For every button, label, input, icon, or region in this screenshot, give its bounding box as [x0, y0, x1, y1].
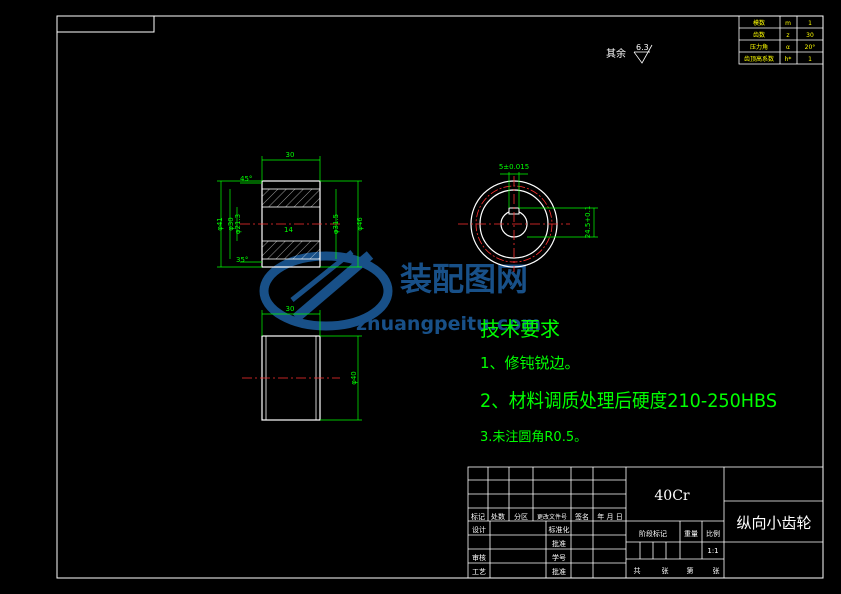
param-value-0: 1	[808, 20, 812, 27]
keyway-depth-dim: 24.5+0.1	[584, 206, 592, 239]
tech-item-1: 1、修钝锐边。	[480, 354, 580, 372]
bottom-width-dim: 30	[286, 305, 295, 313]
scale-value: 1:1	[707, 547, 718, 555]
watermark-en: zhuangpeitu.com	[356, 313, 541, 335]
param-name-1: 齿数	[753, 31, 765, 39]
watermark-cn: 装配图网	[400, 260, 528, 298]
param-value-1: 30	[806, 32, 814, 39]
front-section-view: 30 φ41 φ30 φ21.3 φ31.5 φ46 45° 35° 14	[216, 151, 364, 268]
param-name-3: 齿顶高系数	[744, 55, 774, 63]
sheet-footer-1: 张	[662, 566, 669, 575]
front-center-mark: 14	[284, 226, 293, 234]
param-code-0: m	[785, 20, 791, 27]
front-dim-mid: φ30	[227, 217, 235, 231]
gear-parameter-table	[738, 15, 824, 65]
bottom-view: 30 φ40	[242, 305, 362, 421]
sheet-footer-2: 第	[687, 566, 694, 575]
tech-item-3: 3.未注圆角R0.5。	[480, 430, 587, 445]
param-code-2: α	[786, 44, 790, 51]
front-dim-right-outer: φ46	[356, 217, 364, 231]
mid-label-3: 批准	[552, 567, 566, 576]
tech-requirements: 技术要求 1、修钝锐边。 2、材料调质处理后硬度210-250HBS 3.未注圆…	[480, 317, 777, 445]
stage-header-1: 重量	[684, 530, 698, 538]
front-dim-inner: φ21.3	[234, 214, 242, 234]
roughness-value: 6.3	[636, 43, 649, 52]
roughness-label: 其余	[606, 47, 626, 60]
role-design: 设计	[472, 525, 486, 534]
rev-header-2: 分区	[514, 512, 528, 521]
side-view: 5±0.015 24.5+0.1	[458, 163, 598, 272]
roughness-symbol-icon	[633, 44, 653, 64]
front-dim-outer: φ41	[216, 217, 224, 231]
sheet-footer-0: 共	[634, 566, 641, 575]
title-block	[467, 466, 824, 579]
rev-header-1: 处数	[491, 512, 505, 521]
rev-header-0: 标记	[471, 512, 485, 521]
param-value-2: 20°	[805, 44, 816, 51]
role-process: 工艺	[472, 568, 486, 576]
corner-label-box	[56, 15, 155, 33]
front-chamfer-bottom: 35°	[236, 256, 248, 264]
drawing-frame	[56, 15, 824, 579]
param-code-1: z	[786, 32, 789, 39]
rev-header-5: 年 月 日	[597, 512, 622, 521]
rev-header-4: 签名	[575, 512, 589, 521]
role-review: 审核	[472, 553, 486, 562]
stage-header-2: 比例	[706, 529, 720, 538]
mid-label-1: 批准	[552, 539, 566, 548]
front-chamfer-top: 45°	[240, 175, 252, 183]
material-label: 40Cr	[654, 488, 690, 504]
bottom-right-dim: φ40	[350, 371, 358, 385]
watermark-logo-icon	[259, 251, 393, 331]
part-name: 纵向小齿轮	[736, 514, 811, 532]
tech-title: 技术要求	[480, 317, 560, 341]
rev-header-3: 更改文件号	[537, 513, 567, 521]
sheet-footer-3: 张	[713, 566, 720, 575]
param-value-3: 1	[808, 56, 812, 63]
front-width-dim: 30	[286, 151, 295, 159]
param-code-3: h*	[785, 56, 792, 63]
mid-label-0: 标准化	[549, 525, 570, 534]
front-dim-right-inner: φ31.5	[332, 214, 340, 234]
param-name-2: 压力角	[750, 43, 768, 51]
param-name-0: 模数	[753, 19, 765, 27]
tech-item-2: 2、材料调质处理后硬度210-250HBS	[480, 390, 777, 412]
stage-header-0: 阶段标记	[639, 529, 667, 538]
keyway-dim: 5±0.015	[499, 163, 529, 171]
mid-label-2: 学号	[552, 553, 566, 562]
